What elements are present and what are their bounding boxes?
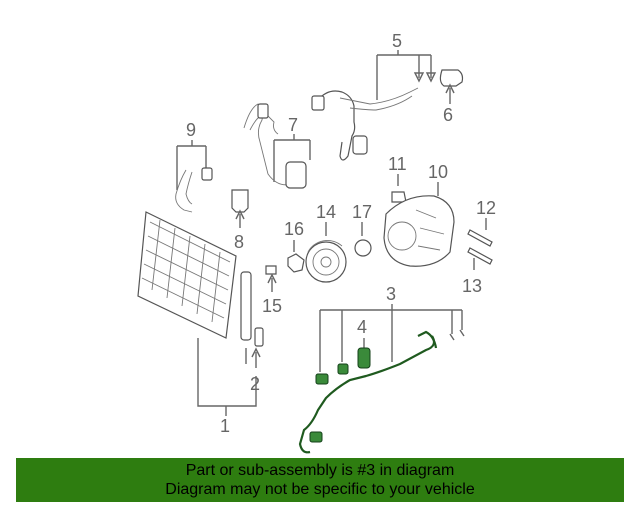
callout-9[interactable]: 9 [186,120,196,140]
callout-7[interactable]: 7 [288,115,298,135]
callout-6[interactable]: 6 [443,105,453,125]
part-5-group: 5 [311,31,437,161]
callout-15[interactable]: 15 [262,296,282,316]
info-banner: Part or sub-assembly is #3 in diagram Di… [16,458,624,502]
part-9-group: 9 [175,120,213,213]
compressor: 10 [383,162,455,267]
part-12-group: 12 [467,198,496,247]
callout-8[interactable]: 8 [234,232,244,252]
callout-17[interactable]: 17 [352,202,372,222]
part-17-group: 17 [352,202,372,257]
callout-5[interactable]: 5 [392,31,402,51]
part-7-group: 7 [243,103,311,189]
callout-14[interactable]: 14 [316,202,336,222]
part-6-group: 6 [439,69,464,125]
callout-1-2-lines: 2 1 [197,338,261,436]
callout-16[interactable]: 16 [284,219,304,239]
part-8-group: 8 [231,189,249,252]
part-3-group: 3 4 [298,284,465,454]
part-15-group: 15 [262,265,282,316]
part-13-group: 13 [462,247,493,296]
callout-2[interactable]: 2 [250,374,260,394]
banner-line-1: Part or sub-assembly is #3 in diagram [185,462,455,479]
callout-3[interactable]: 3 [386,284,396,304]
callout-4[interactable]: 4 [357,317,367,337]
callout-12[interactable]: 12 [476,198,496,218]
callout-1[interactable]: 1 [220,416,230,436]
part-14-group: 14 [305,202,347,283]
banner-line-2: Diagram may not be specific to your vehi… [165,481,475,498]
callout-13[interactable]: 13 [462,276,482,296]
part-16-group: 16 [284,219,305,273]
callout-11[interactable]: 11 [388,154,407,174]
part-11-group: 11 [388,154,407,203]
condenser [137,211,264,347]
callout-10[interactable]: 10 [428,162,448,182]
